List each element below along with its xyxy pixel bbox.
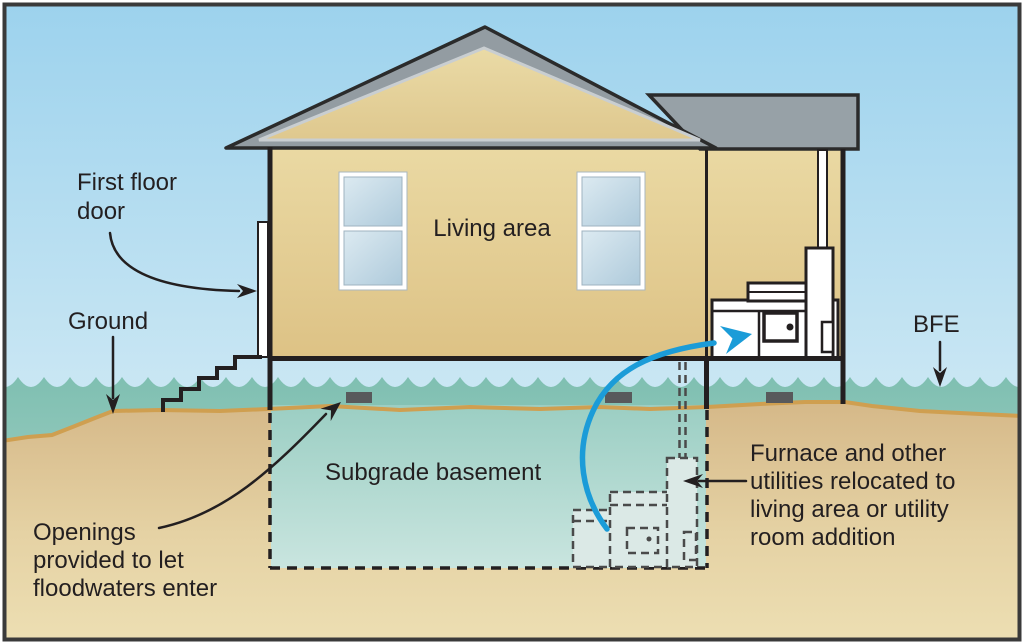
window-pane-lower [581, 230, 641, 286]
arrowhead-ground [106, 394, 120, 414]
label-first-floor-door-line1: First floor [77, 169, 177, 196]
ghost-water-heater [665, 456, 699, 569]
label-living-area: Living area [433, 215, 551, 242]
flood-vent-left [346, 392, 372, 403]
leader-lines [108, 231, 942, 530]
label-first-floor-door-line2: door [77, 198, 125, 225]
water-heater-panel [820, 320, 835, 354]
leader-openings [157, 412, 328, 530]
window-pane-upper [343, 176, 403, 227]
leader-first-floor-door [108, 231, 241, 293]
flue-pipe [817, 149, 828, 251]
label-openings-line1: Openings [33, 519, 136, 546]
arrowhead-bfe [933, 367, 947, 387]
leader-arrowheads [106, 284, 947, 488]
furnace-handle-dot [786, 323, 794, 331]
arrowhead-furnace [683, 474, 703, 488]
relocation-arrow-head [720, 326, 752, 354]
label-ground: Ground [68, 308, 148, 335]
stairs [161, 355, 262, 412]
flood-vent-middle [605, 392, 632, 403]
window-pane-upper [581, 176, 641, 227]
label-furnace-line3: living area or utility [750, 496, 949, 523]
first-floor-door [257, 221, 269, 358]
arrowhead-first-floor-door [237, 284, 257, 298]
gable-wall [258, 46, 701, 142]
window-left [338, 171, 408, 291]
label-furnace-line2: utilities relocated to [750, 468, 955, 495]
window-right [576, 171, 646, 291]
label-furnace-line4: room addition [750, 524, 895, 551]
window-pane-lower [343, 230, 403, 286]
label-openings-line3: floodwaters enter [33, 575, 217, 602]
label-subgrade-basement: Subgrade basement [325, 459, 541, 486]
ghost-small-unit [682, 530, 698, 562]
flood-vent-right [766, 392, 793, 403]
arrowhead-openings [320, 402, 341, 422]
label-bfe: BFE [913, 311, 960, 338]
ghost-furnace-door [625, 526, 660, 555]
ground-line [6, 400, 1018, 443]
relocation-arrow-shaft [579, 340, 717, 532]
label-openings-line2: provided to let [33, 547, 184, 574]
house-structure-lines [267, 147, 846, 410]
flood-vents [346, 392, 793, 403]
label-furnace-line1: Furnace and other [750, 440, 946, 467]
ghost-furnace-handle [646, 536, 652, 542]
ghost-utilities [571, 362, 699, 569]
ghost-furnace [608, 490, 672, 569]
